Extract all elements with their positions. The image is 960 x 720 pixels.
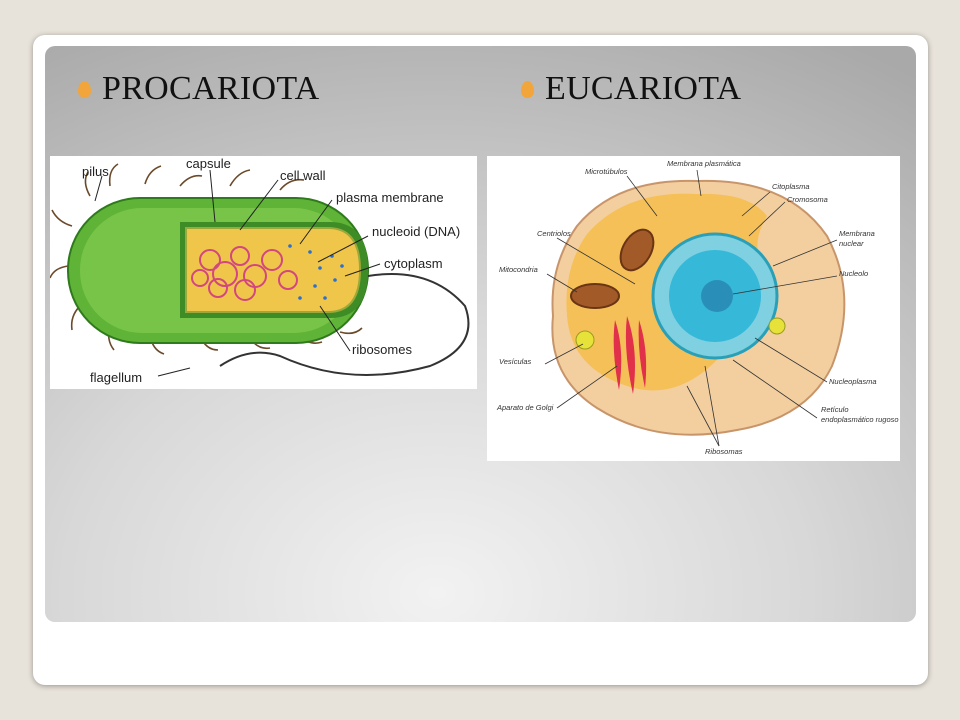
bullet-text: PROCARIOTA [102,70,320,107]
label-nucleolo: Nucleolo [839,269,868,278]
label-cytoplasm: cytoplasm [384,256,443,271]
label-endoplasmatico: endoplasmático rugoso [821,415,899,424]
label-membrana-plasmatica: Membrana plasmática [667,159,741,168]
label-ribosomes: ribosomes [352,342,412,357]
bullet-dot-icon [521,80,534,98]
label-membrana: Membrana [839,229,875,238]
label-mitocondria: Mitocondria [499,265,538,274]
bullet-eucariota: EUCARIOTA [521,72,741,106]
label-aparato-golgi: Aparato de Golgi [496,403,554,412]
label-pilus: pilus [82,164,109,179]
label-cromosoma: Cromosoma [787,195,828,204]
bullet-procariota: PROCARIOTA [78,72,320,106]
label-citoplasma: Citoplasma [772,182,810,191]
eukaryote-cell-image: Microtúbulos Membrana plasmática Citopla… [487,156,900,461]
prokaryote-cell-image: pilus capsule cell wall plasma membrane … [49,156,477,389]
label-nucleoid: nucleoid (DNA) [372,224,460,239]
label-plasma-membrane: plasma membrane [336,190,444,205]
label-capsule: capsule [186,156,231,171]
bullet-text: EUCARIOTA [545,70,742,107]
bullet-dot-icon [78,80,91,98]
label-nuclear: nuclear [839,239,864,248]
label-flagellum: flagellum [90,370,142,385]
label-reticulo: Retículo [821,405,849,414]
label-centriolos: Centriolos [537,229,571,238]
label-nucleoplasma: Nucleoplasma [829,377,877,386]
label-microtubulos: Microtúbulos [585,167,628,176]
label-cell-wall: cell wall [280,168,326,183]
label-vesiculas: Vesículas [499,357,531,366]
label-ribosomas: Ribosomas [705,447,743,456]
